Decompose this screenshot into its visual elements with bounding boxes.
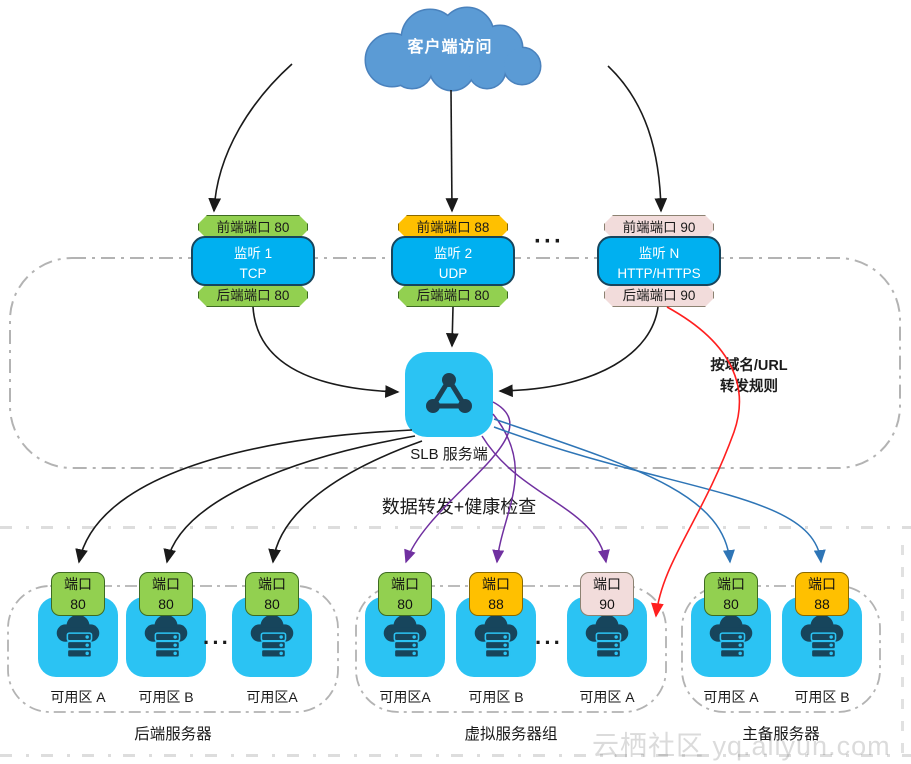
arrow-slb-to-vserver2 [492,413,517,564]
listener1-name: 监听 1 [233,246,273,261]
listenerN-node: 监听 N HTTP/HTTPS [597,236,721,286]
port-badge: 端口 80 [704,572,758,616]
site-watermark: 云栖社区 yq.aliyun.com [592,731,891,761]
watermark-row [0,754,911,757]
listener1-node: 监听 1 TCP [191,236,315,286]
arrow-listenerN-to-slb [498,306,659,398]
zone-label: 可用区 B [468,689,524,705]
zone-label: 可用区 A [50,689,106,705]
port-word: 端口 [482,576,510,592]
arrow-listener1-to-slb [252,306,400,398]
zone-label: 可用区 B [138,689,194,705]
port-number: 80 [264,595,280,612]
port-badge: 端口 88 [469,572,523,616]
watermark-column [901,545,904,757]
listener2-front-port-label: 前端端口 88 [398,215,508,239]
port-word: 端口 [717,576,745,592]
slb-label: SLB 服务端 [410,446,488,463]
forward-rule-line2: 转发规则 [720,379,778,396]
arrow-slb-to-master [493,418,735,564]
port-badge: 端口 80 [51,572,105,616]
client-access-label: 客户端访问 [407,39,493,56]
port-badge: 端口 80 [139,572,193,616]
zone-label: 可用区A [246,689,298,705]
arrow-cloud-to-listener1 [208,63,293,213]
slb-node [405,352,493,437]
port-word: 端口 [808,576,836,592]
zone-label: 可用区 A [579,689,635,705]
listener2-back-port-label: 后端端口 80 [398,283,508,307]
listenerN-name: 监听 N [638,246,680,261]
port-word: 端口 [391,576,419,592]
group3-title: 主备服务器 [742,726,820,743]
data-forward-note: 数据转发+健康检查 [381,497,537,517]
port-word: 端口 [593,576,621,592]
listener1-protocol: TCP [239,265,267,281]
forward-rule-line1: 按域名/URL [710,358,788,374]
arrow-listener2-to-slb [445,306,459,348]
listeners-ellipsis: ··· [534,228,564,255]
listenerN-front-port-label: 前端端口 90 [604,215,714,239]
port-number: 80 [723,595,739,612]
port-badge: 端口 88 [795,572,849,616]
listener1-front-port-label: 前端端口 80 [198,215,308,239]
zone-label: 可用区A [379,689,431,705]
port-word: 端口 [258,576,286,592]
port-number: 90 [599,595,615,612]
port-badge: 端口 80 [378,572,432,616]
listener2-node: 监听 2 UDP [391,236,515,286]
port-number: 80 [158,595,174,612]
arrow-url-rule-forward [651,306,741,618]
zone-label: 可用区 A [703,689,759,705]
port-number: 88 [814,595,830,612]
zone-label: 可用区 B [794,689,850,705]
cloud-server-icon [56,614,100,659]
arrow-cloud-to-listener2 [445,89,459,213]
listener2-name: 监听 2 [433,246,473,261]
arrow-cloud-to-listenerN [607,65,668,213]
port-word: 端口 [64,576,92,592]
group1-title: 后端服务器 [134,726,212,743]
forward-rule-note: 按域名/URL 转发规则 [687,356,811,398]
port-number: 80 [397,595,413,612]
listenerN-protocol: HTTP/HTTPS [617,265,701,281]
group2-ellipsis: ··· [535,630,563,655]
port-number: 80 [70,595,86,612]
group1-ellipsis: ··· [203,630,231,655]
group2-title: 虚拟服务器组 [464,726,558,743]
listenerN-back-port-label: 后端端口 90 [604,283,714,307]
port-badge: 端口 80 [245,572,299,616]
load-balancer-icon [426,373,472,413]
port-number: 88 [488,595,504,612]
watermark-row [0,526,911,529]
listener2-protocol: UDP [438,265,468,281]
port-word: 端口 [152,576,180,592]
listener1-back-port-label: 后端端口 80 [198,283,308,307]
port-badge: 端口 90 [580,572,634,616]
